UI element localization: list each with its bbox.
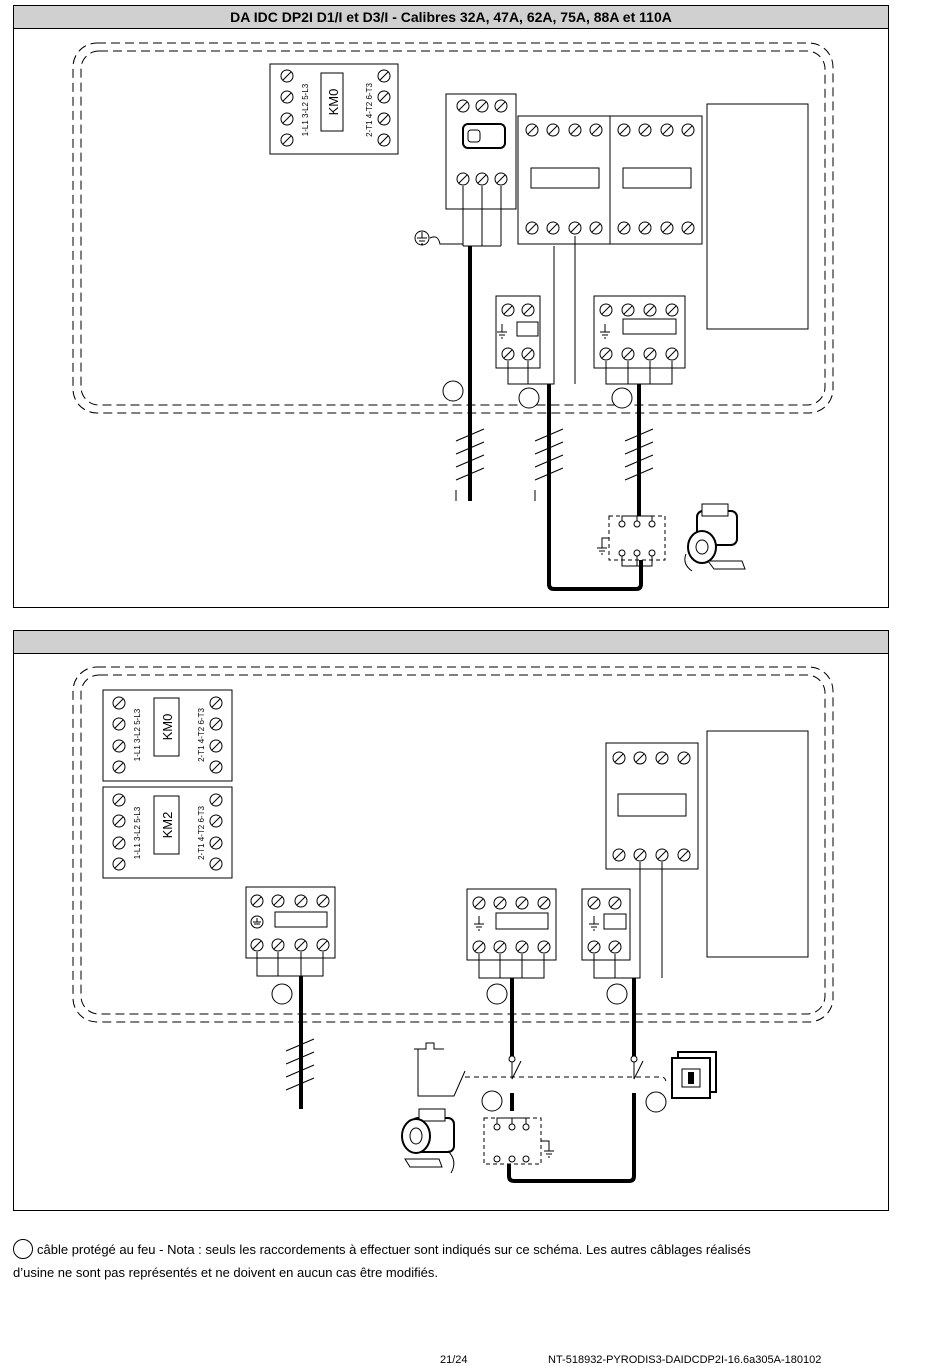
contactor-block: [605, 742, 699, 870]
terminal-block-supply: [245, 886, 336, 959]
panel-1-schematic: KM0 1-L1 3-L2 5-L3 2-T1 4-T2 6-T3: [72, 42, 834, 591]
terminal-block-4p: [593, 295, 686, 369]
fire-cable-ring: [606, 983, 628, 1005]
motor-breaker: [445, 93, 517, 247]
fire-cable-legend-icon: [13, 1239, 33, 1259]
document-reference: NT-518932-PYRODIS3-DAIDCDP2I-16.6a305A-1…: [548, 1354, 822, 1366]
km0-label: KM0: [326, 89, 341, 116]
km0-relay-card: KM0 1-L1 3-L2 5-L3 2-T1 4-T2 6-T3: [102, 689, 233, 782]
km0-right-terminals: 2-T1 4-T2 6-T3: [365, 83, 374, 137]
wiring-diagram-panel-1: DA IDC DP2I D1/I et D3/I - Calibres 32A,…: [13, 5, 889, 608]
km0-relay-card: KM0 1-L1 3-L2 5-L3 2-T1 4-T2 6-T3: [269, 63, 399, 155]
control-module: [706, 730, 809, 958]
km0-label: KM0: [160, 714, 175, 741]
fire-cable-ring: [518, 387, 540, 409]
note-line-1: câble protégé au feu - Nota : seuls les …: [37, 1242, 751, 1257]
motor-cable-loop: [547, 384, 643, 591]
km2-label: KM2: [160, 812, 175, 839]
note-line-2: d’usine ne sont pas représentés et ne do…: [13, 1265, 438, 1280]
contactor-block: [517, 115, 703, 245]
isolator-switch-icon: [671, 1051, 717, 1099]
motor-icon: [401, 1108, 455, 1174]
terminal-block-2p: [581, 888, 631, 961]
km0-left-terminals: 1-L1 3-L2 5-L3: [301, 83, 310, 136]
earth-symbol: [414, 230, 463, 246]
isolator-switch-linkage: [414, 1042, 667, 1097]
fire-cable-ring: [486, 983, 508, 1005]
terminal-block-motor: [466, 888, 557, 961]
motor-terminal-box: [483, 1117, 554, 1165]
km0-right-terminals: 2-T1 4-T2 6-T3: [197, 708, 206, 762]
wiring-diagram-panel-2: KM0 1-L1 3-L2 5-L3 2-T1 4-T2 6-T3 KM2 1-…: [13, 630, 889, 1211]
panel-2-schematic: KM0 1-L1 3-L2 5-L3 2-T1 4-T2 6-T3 KM2 1-…: [72, 666, 834, 1183]
page-number: 21/24: [440, 1354, 468, 1366]
fire-cable-note: câble protégé au feu - Nota : seuls les …: [13, 1238, 893, 1284]
motor-cable-loop: [507, 1093, 636, 1183]
fire-cable-ring: [271, 983, 293, 1005]
control-module: [706, 103, 809, 330]
motor-terminal-box: [597, 515, 666, 567]
fire-cable-ring: [481, 1090, 503, 1112]
enclosure-outline: [72, 666, 834, 1023]
terminal-block-2p: [495, 295, 541, 369]
motor-icon: [684, 503, 746, 572]
fire-cable-ring: [611, 387, 633, 409]
panel-2-title: [14, 631, 888, 654]
fire-cable-ring: [442, 380, 464, 402]
fire-cable-ring: [645, 1091, 667, 1113]
km2-relay-card: KM2 1-L1 3-L2 5-L3 2-T1 4-T2 6-T3: [102, 786, 233, 879]
panel-1-title: DA IDC DP2I D1/I et D3/I - Calibres 32A,…: [14, 6, 888, 29]
km2-left-terminals: 1-L1 3-L2 5-L3: [133, 806, 142, 859]
km0-left-terminals: 1-L1 3-L2 5-L3: [133, 708, 142, 761]
km2-right-terminals: 2-T1 4-T2 6-T3: [197, 806, 206, 860]
enclosure-outline: [72, 42, 834, 414]
